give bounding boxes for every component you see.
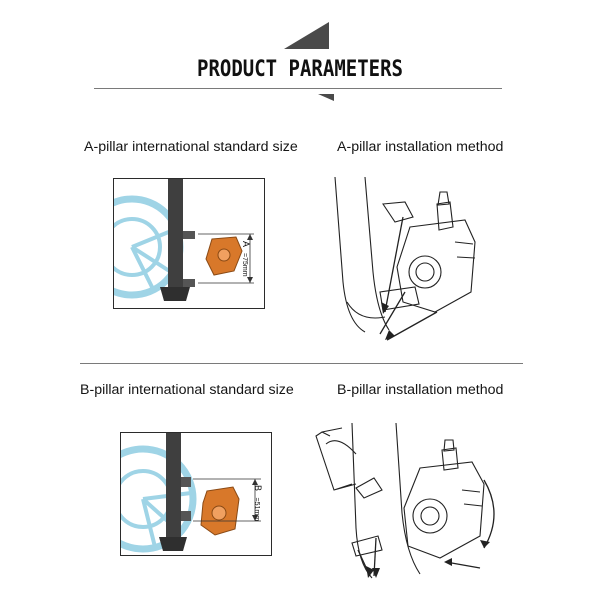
b-size-drawing xyxy=(121,433,261,553)
b-dimension-letter: B xyxy=(253,485,263,492)
a-pillar-size-diagram: A =75mm xyxy=(113,178,265,309)
fork-dropout xyxy=(160,287,190,301)
header-triangle-bottom xyxy=(318,94,334,101)
section-divider xyxy=(80,363,523,364)
a-pillar-size-caption: A-pillar international standard size xyxy=(84,139,298,155)
fork-leg xyxy=(166,433,181,543)
allen-key xyxy=(315,431,357,491)
header-rule xyxy=(94,88,502,89)
a-caliper xyxy=(205,236,243,276)
rotor-disc xyxy=(121,445,197,553)
b-caliper-outline xyxy=(403,439,485,559)
a-pillar-method-diagram xyxy=(334,176,476,341)
a-caliper-outline xyxy=(396,191,476,313)
a-dimension-label: A =75mm xyxy=(241,241,251,277)
header-triangle-top xyxy=(284,22,329,49)
b-pillar-method-diagram xyxy=(315,422,495,579)
header-decoration xyxy=(284,22,334,101)
fork-leg xyxy=(168,179,183,291)
page-title: PRODUCT PARAMETERS xyxy=(197,56,403,82)
b-caliper xyxy=(200,486,240,536)
a-dimension-value: =75mm xyxy=(241,253,248,277)
b-pillar-size-caption: B-pillar international standard size xyxy=(80,382,294,398)
b-dimension-label: B =51mm xyxy=(253,485,263,521)
fork-dropout xyxy=(159,537,187,551)
mount-bracket xyxy=(382,201,414,223)
b-pillar-size-diagram: B =51mm xyxy=(120,432,272,556)
b-pillar-method-caption: B-pillar installation method xyxy=(337,382,504,398)
a-dimension-letter: A xyxy=(241,241,251,247)
a-pillar-method-caption: A-pillar installation method xyxy=(337,139,504,155)
a-size-drawing xyxy=(114,179,254,301)
b-dimension-value: =51mm xyxy=(253,497,260,522)
fork-outline xyxy=(334,176,390,333)
